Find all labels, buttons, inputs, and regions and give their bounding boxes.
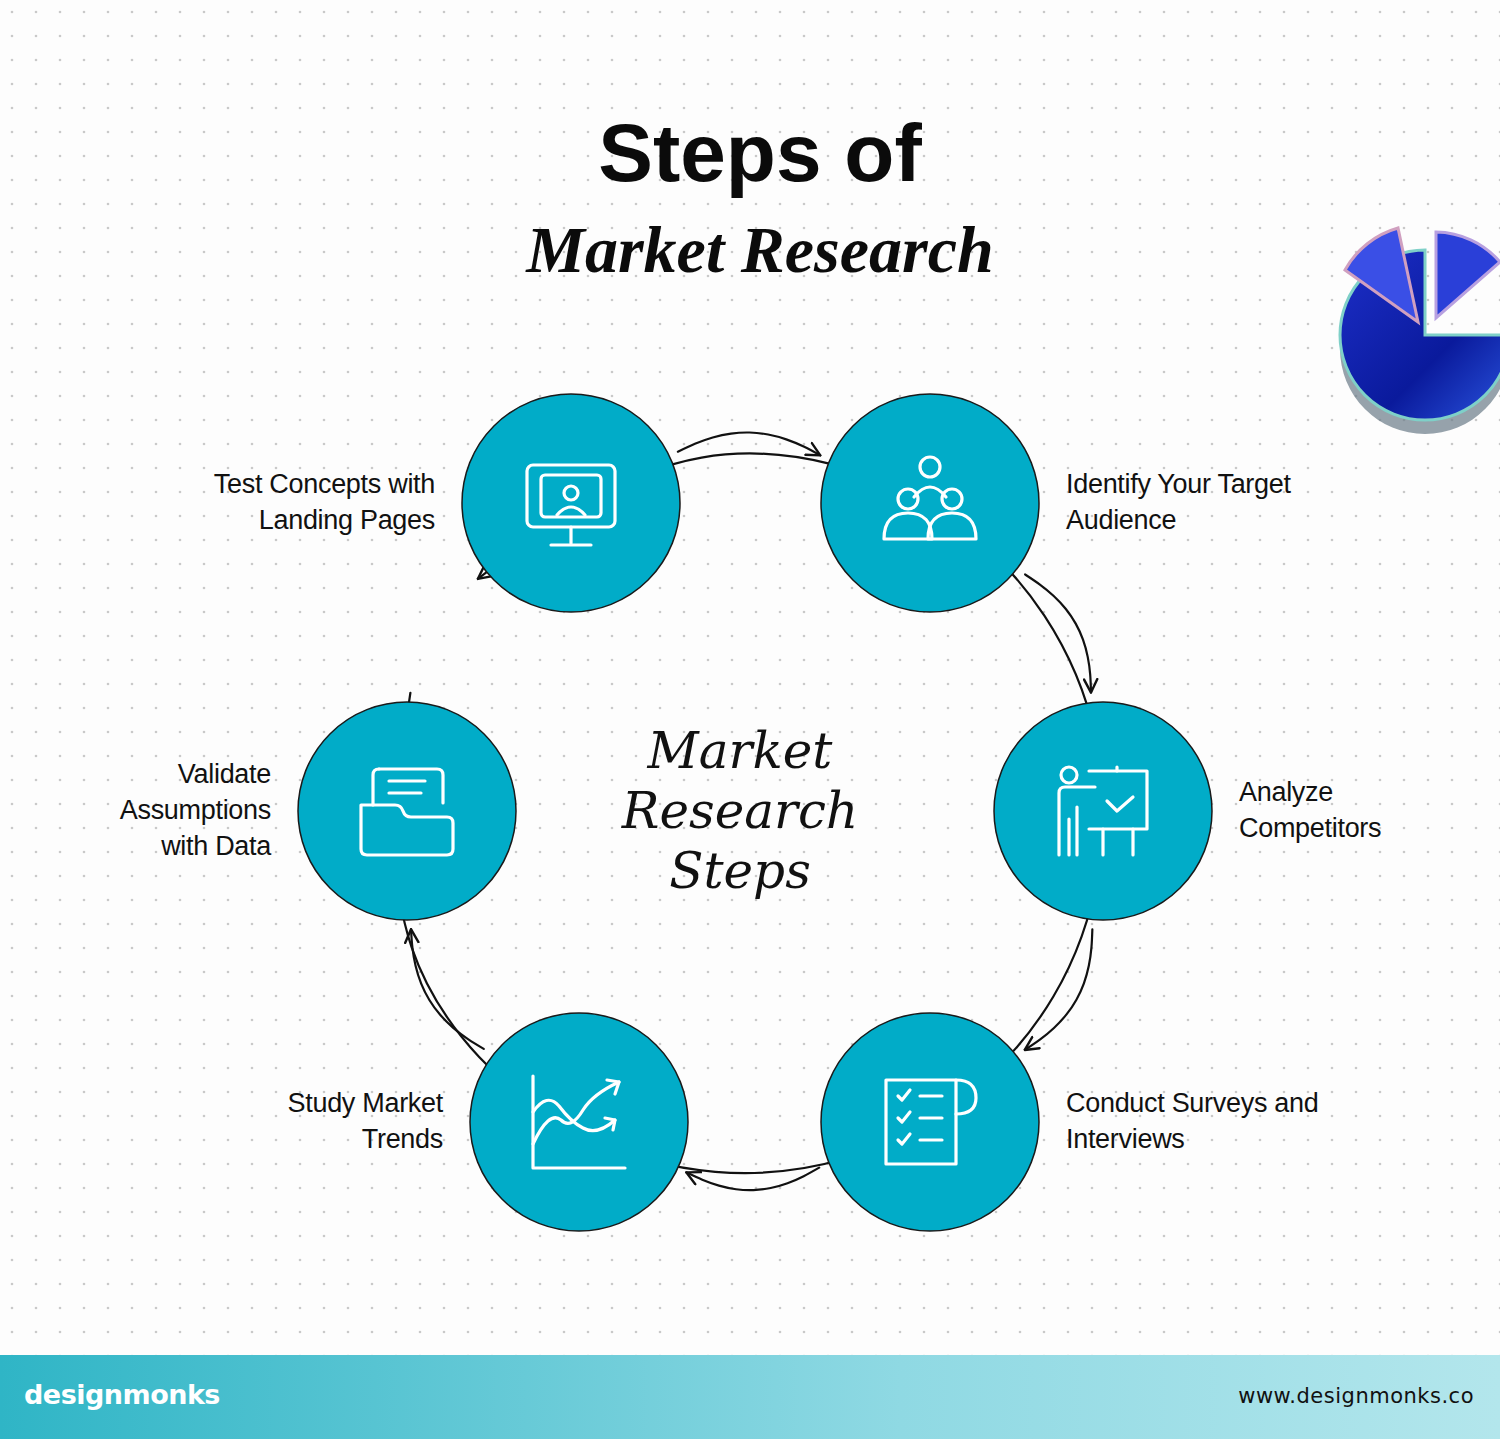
step-label: Test Concepts with Landing Pages bbox=[160, 467, 435, 539]
flow-arrow bbox=[1025, 574, 1091, 692]
decoration-stroke bbox=[884, 513, 932, 539]
pie-chart-illustration bbox=[1340, 228, 1500, 434]
decoration-stroke bbox=[527, 465, 615, 527]
step-circle: Validate Assumptions with Data bbox=[297, 701, 517, 921]
decoration-stroke bbox=[1107, 797, 1133, 811]
decoration-stroke bbox=[1059, 787, 1095, 855]
decoration-stroke bbox=[605, 1118, 615, 1130]
decoration-stroke bbox=[557, 507, 585, 515]
decoration-stroke bbox=[956, 1080, 976, 1114]
decoration-stroke bbox=[389, 781, 425, 793]
step-circle: Analyze Competitors bbox=[993, 701, 1213, 921]
decoration-stroke bbox=[564, 486, 578, 500]
flow-arrow bbox=[1025, 929, 1093, 1050]
decoration-stroke bbox=[1345, 228, 1418, 322]
footer-band bbox=[0, 1355, 1500, 1439]
step-circle: Conduct Surveys and Interviews bbox=[820, 1012, 1040, 1232]
decoration-stroke bbox=[898, 1112, 942, 1122]
monitor-icon bbox=[527, 465, 615, 545]
page-title: Steps of Market Research bbox=[480, 100, 1040, 292]
decoration-stroke bbox=[533, 1100, 615, 1130]
circle-shape bbox=[993, 701, 1213, 921]
decoration-stroke bbox=[914, 487, 946, 497]
decoration-stroke bbox=[898, 489, 918, 509]
decoration-stroke bbox=[1067, 819, 1070, 855]
checklist-icon bbox=[886, 1080, 976, 1164]
decoration-stroke bbox=[1103, 829, 1133, 855]
step-label: Study Market Trends bbox=[243, 1086, 443, 1158]
step-circle: Study Market Trends bbox=[469, 1012, 689, 1232]
step-circle: Test Concepts with Landing Pages bbox=[461, 393, 681, 613]
circle-fill bbox=[470, 1013, 688, 1231]
step-label: Validate Assumptions with Data bbox=[71, 757, 271, 865]
document-folder-icon bbox=[361, 769, 453, 855]
circle-fill bbox=[821, 394, 1039, 612]
flow-arrow bbox=[411, 929, 484, 1049]
decoration-stroke bbox=[361, 805, 453, 855]
step-circle: Identify Your Target Audience bbox=[820, 393, 1040, 613]
step-label: Identify Your Target Audience bbox=[1066, 467, 1326, 539]
decoration-stroke bbox=[898, 1090, 942, 1100]
decoration-stroke bbox=[607, 1080, 619, 1094]
presentation-icon bbox=[1059, 767, 1147, 855]
dot-grid bbox=[0, 0, 1500, 1355]
trend-chart-icon bbox=[533, 1076, 625, 1168]
decoration-stroke bbox=[898, 1134, 942, 1144]
circle-fill bbox=[994, 702, 1212, 920]
decoration-stroke bbox=[928, 513, 976, 539]
decoration-stroke bbox=[379, 769, 443, 803]
circle-fill bbox=[821, 1013, 1039, 1231]
decoration-stroke bbox=[551, 527, 591, 545]
flow-arrow bbox=[678, 432, 820, 455]
decoration-stroke bbox=[920, 457, 940, 477]
circle-fill bbox=[298, 702, 516, 920]
circle-shape bbox=[820, 1012, 1040, 1232]
circle-shape bbox=[469, 1012, 689, 1232]
decoration-stroke bbox=[1436, 232, 1500, 318]
decoration-stroke bbox=[533, 1076, 625, 1168]
decoration-stroke bbox=[373, 769, 379, 805]
circle-shape bbox=[461, 393, 681, 613]
brand-logo-text: designmonks bbox=[24, 1379, 220, 1410]
decoration-stroke bbox=[533, 1082, 619, 1144]
flow-arrow bbox=[686, 1168, 819, 1191]
decoration-stroke bbox=[541, 475, 601, 517]
decoration-stroke bbox=[1115, 767, 1118, 771]
decoration-stroke bbox=[942, 489, 962, 509]
step-label: Conduct Surveys and Interviews bbox=[1066, 1086, 1326, 1158]
decoration-stroke bbox=[1075, 807, 1078, 855]
decoration-stroke bbox=[886, 1080, 956, 1164]
circle-fill bbox=[462, 394, 680, 612]
decoration-stroke bbox=[1089, 771, 1147, 829]
website-url: www.designmonks.co bbox=[1238, 1384, 1474, 1408]
decoration-stroke bbox=[1061, 767, 1077, 783]
center-handwritten-label: Market Research Steps bbox=[560, 721, 920, 901]
audience-icon bbox=[884, 457, 976, 539]
circle-shape bbox=[297, 701, 517, 921]
circle-shape bbox=[820, 393, 1040, 613]
step-label: Analyze Competitors bbox=[1239, 775, 1439, 847]
